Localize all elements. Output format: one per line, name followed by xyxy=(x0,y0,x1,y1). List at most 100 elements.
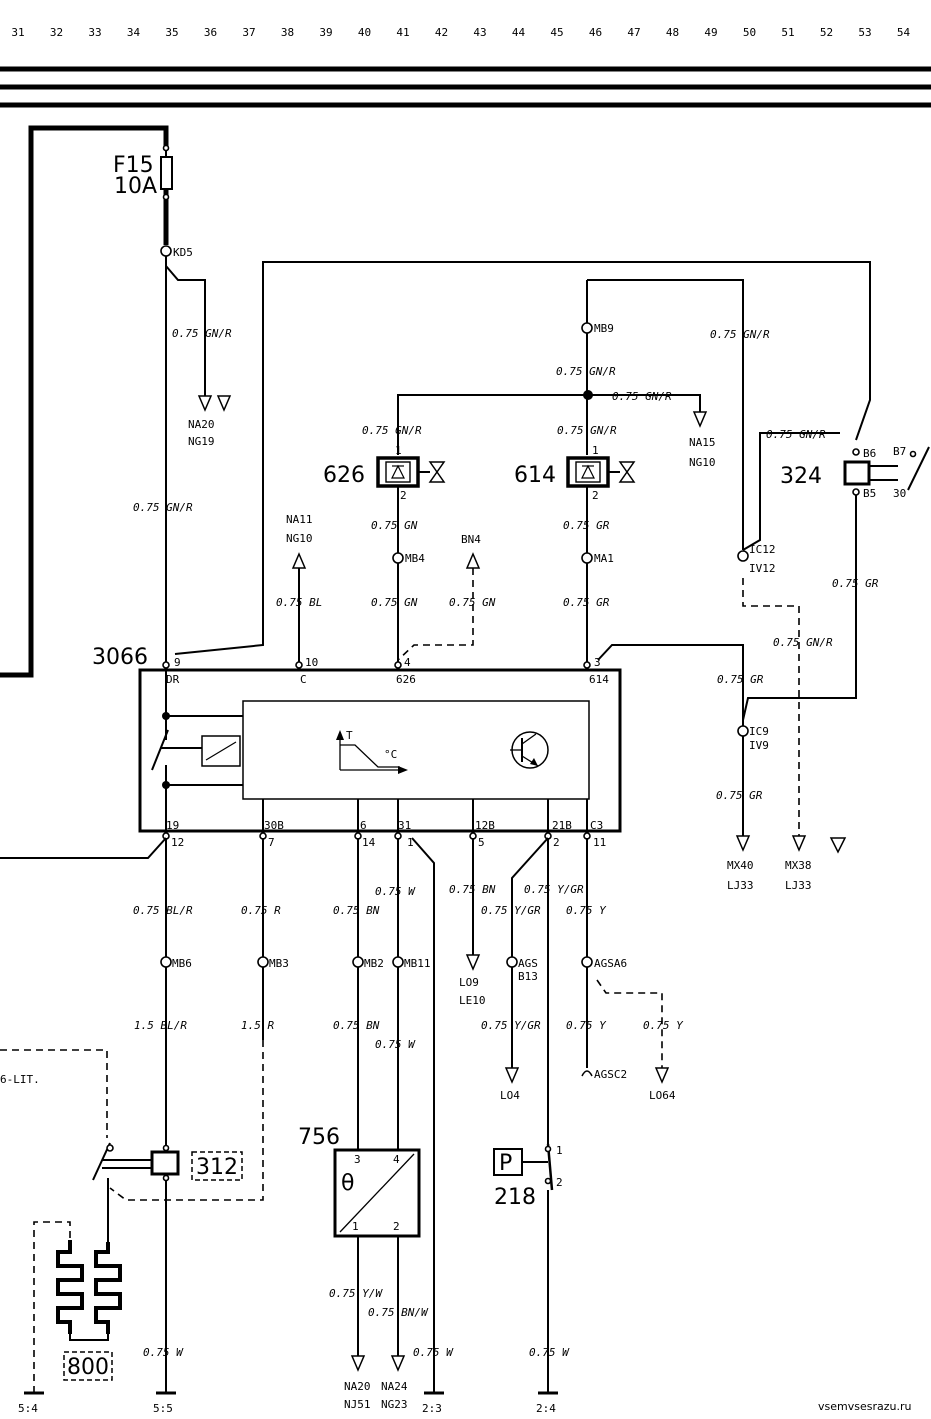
svg-text:5:4: 5:4 xyxy=(18,1402,38,1415)
svg-text:NG23: NG23 xyxy=(381,1398,408,1411)
sensor-756-label: 756 xyxy=(298,1125,340,1150)
svg-text:0.75 GR: 0.75 GR xyxy=(832,577,879,590)
svg-text:0.75 GR: 0.75 GR xyxy=(717,673,764,686)
valve-626-label: 626 xyxy=(323,463,365,488)
svg-text:0.75 BN: 0.75 BN xyxy=(449,883,496,896)
svg-text:0.75 BN: 0.75 BN xyxy=(333,904,380,917)
grounds: 5:4 5:5 2:3 2:4 xyxy=(18,1391,558,1415)
heater-800: 800 xyxy=(33,1221,122,1393)
svg-text:2: 2 xyxy=(553,836,560,849)
svg-text:2: 2 xyxy=(393,1220,400,1233)
svg-text:12: 12 xyxy=(171,836,184,849)
column-number: 37 xyxy=(242,26,255,39)
column-number: 31 xyxy=(11,26,24,39)
svg-text:0.75 Y/W: 0.75 Y/W xyxy=(329,1287,383,1300)
column-number: 44 xyxy=(512,26,526,39)
svg-text:NJ51: NJ51 xyxy=(344,1398,371,1411)
svg-text:LE10: LE10 xyxy=(459,994,486,1007)
sensor-756: 756 θ 3 4 1 2 0.75 Y/W 0.75 BN/W NA20 NJ… xyxy=(298,1125,429,1411)
svg-text:MB11: MB11 xyxy=(404,957,431,970)
svg-text:0.75 Y: 0.75 Y xyxy=(643,1019,684,1032)
svg-text:DR: DR xyxy=(166,673,180,686)
svg-text:3: 3 xyxy=(594,656,601,669)
kd5-feed: KD5 0.75 GN/R NA20 NG19 0.75 GN/R xyxy=(133,245,232,665)
svg-text:0.75 GN: 0.75 GN xyxy=(371,596,418,609)
svg-text:0.75 GN/R: 0.75 GN/R xyxy=(556,365,616,378)
svg-text:0.75 W: 0.75 W xyxy=(143,1346,184,1359)
svg-text:IC9: IC9 xyxy=(749,725,769,738)
svg-text:MX40: MX40 xyxy=(727,859,754,872)
heater-800-label: 800 xyxy=(67,1355,109,1380)
svg-text:0.75 GR: 0.75 GR xyxy=(563,519,610,532)
column-number: 48 xyxy=(666,26,679,39)
svg-text:B7: B7 xyxy=(893,445,906,458)
column-number: 47 xyxy=(627,26,640,39)
svg-text:T: T xyxy=(346,729,353,742)
relay-312: 6-LIT. 0.75 W 312 xyxy=(0,1049,243,1393)
switch-218-label: 218 xyxy=(494,1185,536,1210)
svg-text:MB9: MB9 xyxy=(594,322,614,335)
svg-text:0.75 GN/R: 0.75 GN/R xyxy=(172,327,232,340)
svg-text:P: P xyxy=(499,1151,512,1176)
valve-626: 0.75 GN/R 1 2 626 0.75 GN MB4 0.75 GN xyxy=(323,424,446,665)
svg-text:0.75 GN/R: 0.75 GN/R xyxy=(557,424,617,437)
svg-text:AGS: AGS xyxy=(518,957,538,970)
svg-text:B5: B5 xyxy=(863,487,876,500)
svg-text:LJ33: LJ33 xyxy=(785,879,812,892)
svg-text:19: 19 xyxy=(166,819,179,832)
svg-text:1.5 R: 1.5 R xyxy=(241,1019,274,1032)
svg-text:NA24: NA24 xyxy=(381,1380,408,1393)
column-number: 46 xyxy=(589,26,602,39)
column-number: 33 xyxy=(88,26,101,39)
svg-text:14: 14 xyxy=(362,836,376,849)
svg-text:MB4: MB4 xyxy=(405,552,425,565)
svg-text:NG10: NG10 xyxy=(286,532,313,545)
svg-text:7: 7 xyxy=(268,836,275,849)
svg-text:0.75 GN: 0.75 GN xyxy=(371,519,418,532)
svg-text:2:3: 2:3 xyxy=(422,1402,442,1415)
svg-text:MB3: MB3 xyxy=(269,957,289,970)
svg-text:MB2: MB2 xyxy=(364,957,384,970)
svg-text:1: 1 xyxy=(407,836,414,849)
column-number: 54 xyxy=(897,26,911,39)
watermark: vsemvsesrazu.ru xyxy=(818,1400,911,1413)
svg-text:LO64: LO64 xyxy=(649,1089,676,1102)
column-number: 36 xyxy=(204,26,217,39)
svg-text:MB6: MB6 xyxy=(172,957,192,970)
svg-text:0.75 Y: 0.75 Y xyxy=(566,904,607,917)
ic-lines: 0.75 GN/R 0.75 GR IC9 IV9 0.75 GR MX40 L… xyxy=(597,578,847,892)
svg-text:1: 1 xyxy=(352,1220,359,1233)
svg-text:1.5 BL/R: 1.5 BL/R xyxy=(134,1019,187,1032)
svg-text:C: C xyxy=(300,673,307,686)
relay-324: 0.75 GN/R IC12 IV12 B6 B5 B7 30 324 0.75… xyxy=(737,428,930,721)
svg-text:0.75 GN: 0.75 GN xyxy=(449,596,496,609)
svg-text:1: 1 xyxy=(556,1144,563,1157)
column-number: 34 xyxy=(127,26,141,39)
column-number: 42 xyxy=(435,26,448,39)
column-number: 41 xyxy=(396,26,409,39)
svg-text:LO4: LO4 xyxy=(500,1089,520,1102)
svg-text:0.75 W: 0.75 W xyxy=(413,1346,454,1359)
svg-text:0.75 GN/R: 0.75 GN/R xyxy=(612,390,672,403)
column-number: 35 xyxy=(165,26,178,39)
svg-text:LO9: LO9 xyxy=(459,976,479,989)
svg-text:LJ33: LJ33 xyxy=(727,879,754,892)
svg-text:2: 2 xyxy=(400,489,407,502)
column-number: 32 xyxy=(50,26,63,39)
svg-text:0.75 Y/GR: 0.75 Y/GR xyxy=(481,904,541,917)
fuse-label: F15 xyxy=(113,153,154,178)
svg-text:0.75 W: 0.75 W xyxy=(375,885,416,898)
svg-text:11: 11 xyxy=(593,836,606,849)
svg-text:IV12: IV12 xyxy=(749,562,776,575)
svg-text:°C: °C xyxy=(384,748,397,761)
svg-text:θ: θ xyxy=(341,1171,354,1196)
column-number: 45 xyxy=(550,26,563,39)
svg-text:0.75 BN: 0.75 BN xyxy=(333,1019,380,1032)
column-number: 49 xyxy=(704,26,717,39)
module-3066: 3066 9 10 4 3 DR C 626 614 T °C xyxy=(92,645,622,849)
svg-text:4: 4 xyxy=(404,656,411,669)
svg-text:614: 614 xyxy=(589,673,609,686)
svg-text:626: 626 xyxy=(396,673,416,686)
